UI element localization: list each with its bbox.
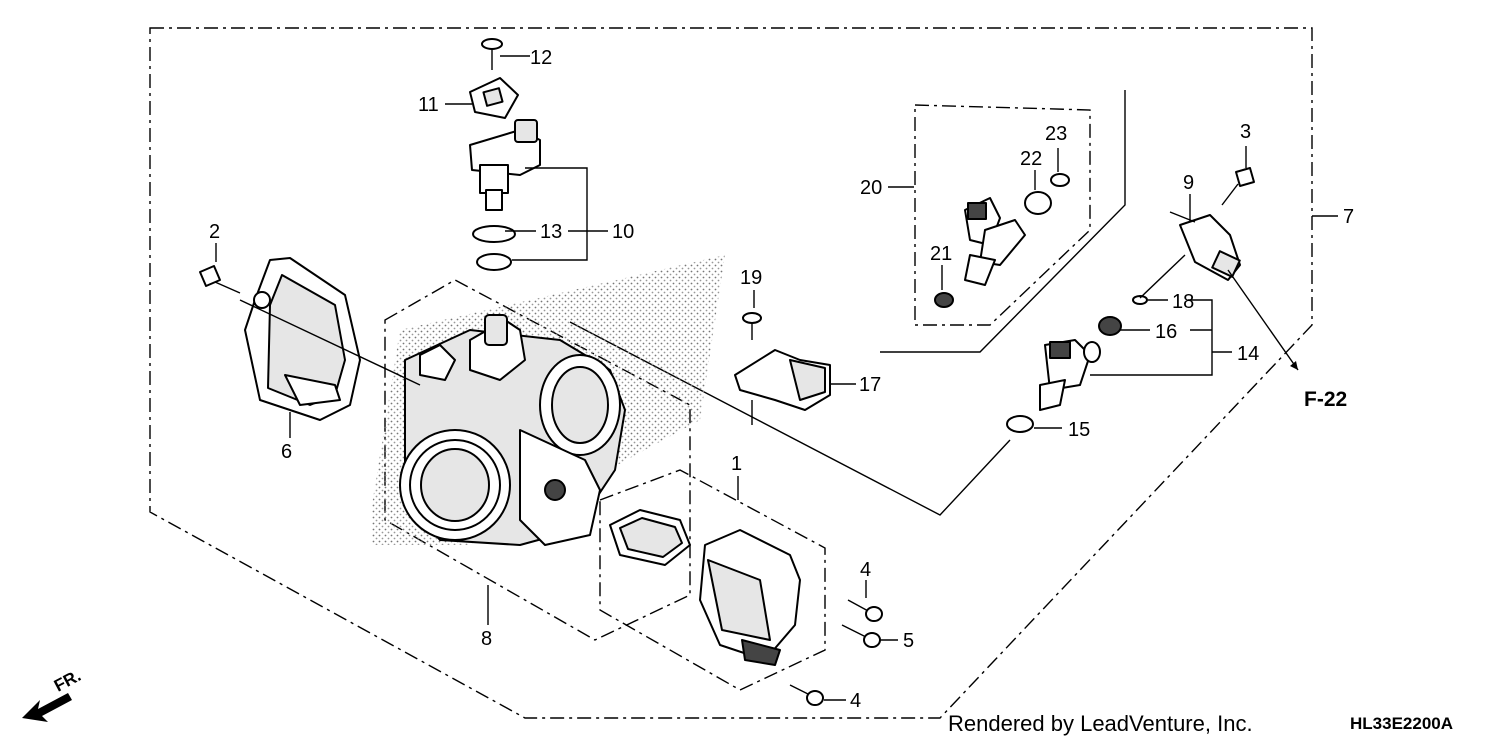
callout-11: 11 xyxy=(418,94,439,116)
callout-21: 21 xyxy=(930,243,952,265)
callout-23: 23 xyxy=(1045,123,1067,145)
callout-16: 16 xyxy=(1155,321,1177,343)
callout-14: 14 xyxy=(1237,343,1259,365)
o-ring-23 xyxy=(1050,173,1070,187)
spring-16 xyxy=(1098,316,1122,336)
screw-4a xyxy=(847,599,883,622)
gasket xyxy=(609,509,691,566)
callout-15: 15 xyxy=(1068,419,1090,441)
assembly-outline xyxy=(149,27,1313,719)
callout-2: 2 xyxy=(209,221,220,243)
callout-3: 3 xyxy=(1240,121,1251,143)
callout-5: 5 xyxy=(903,630,914,652)
throttle-cover xyxy=(244,257,361,421)
bracket-17 xyxy=(734,349,831,411)
render-credit: Rendered by LeadVenture, Inc. xyxy=(948,711,1253,736)
callout-9: 9 xyxy=(1183,172,1194,194)
callout-12: 12 xyxy=(530,47,552,69)
callout-20: 20 xyxy=(860,177,882,199)
injector-kit-outline xyxy=(914,104,1091,326)
screw-19 xyxy=(742,312,762,340)
front-direction-arrow: FR. xyxy=(22,666,84,722)
bolt-2 xyxy=(199,265,241,294)
callout-13: 13 xyxy=(540,221,562,243)
sensor-9 xyxy=(1179,214,1241,281)
throttle-body xyxy=(399,314,626,546)
ring-22 xyxy=(1024,191,1052,215)
callout-8: 8 xyxy=(481,628,492,650)
seal-21 xyxy=(934,292,954,308)
direction-label: FR. xyxy=(51,666,84,696)
seal-15 xyxy=(1006,415,1034,433)
callout-7: 7 xyxy=(1343,206,1354,228)
o-ring-13a xyxy=(472,225,516,243)
screw-12 xyxy=(481,38,503,70)
screw-5 xyxy=(841,624,881,648)
reference-f22: F-22 xyxy=(1304,388,1347,411)
screw-4b xyxy=(789,684,824,706)
callout-19: 19 xyxy=(740,267,762,289)
sensor-1 xyxy=(699,529,801,666)
diagram-code: HL33E2200A xyxy=(1350,714,1454,733)
injector-14 xyxy=(1039,339,1101,411)
plate-11 xyxy=(469,77,519,119)
o-ring-18 xyxy=(1132,295,1148,305)
bolt-3 xyxy=(1221,167,1255,206)
callout-4b: 4 xyxy=(850,690,861,712)
callout-10: 10 xyxy=(612,221,634,243)
sensor-10 xyxy=(469,119,541,211)
injector-20 xyxy=(964,197,1026,286)
solid-boundary-line xyxy=(880,90,1126,353)
callout-18: 18 xyxy=(1172,291,1194,313)
leader-lines xyxy=(215,55,1338,701)
sensor-outline xyxy=(599,469,826,691)
o-ring-13b xyxy=(476,253,512,271)
callout-22: 22 xyxy=(1020,148,1042,170)
callout-1: 1 xyxy=(731,453,742,475)
callout-6: 6 xyxy=(281,441,292,463)
callout-4a: 4 xyxy=(860,559,871,581)
callout-17: 17 xyxy=(859,374,881,396)
